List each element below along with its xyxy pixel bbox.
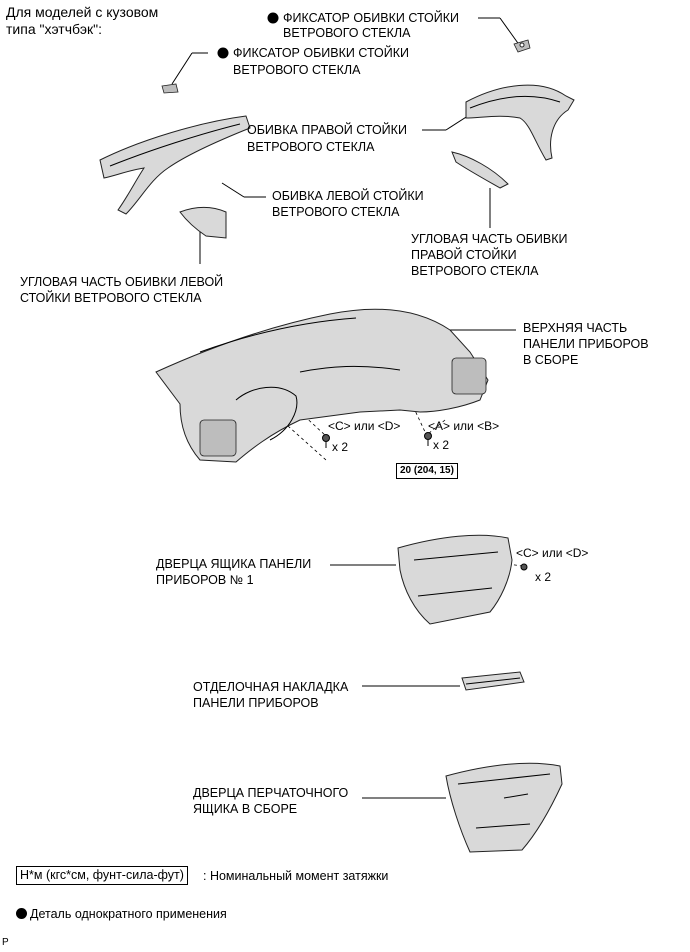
screw-cd-label-2: <C> или <D> <box>516 546 589 560</box>
screw-ab-label: <A> или <B> <box>428 419 500 433</box>
box-door-label-line1: ДВЕРЦА ЯЩИКА ПАНЕЛИ <box>156 557 312 571</box>
upper-panel-label-line1: ВЕРХНЯЯ ЧАСТЬ <box>523 321 628 335</box>
fixator-right-label-line1: ФИКСАТОР ОБИВКИ СТОЙКИ <box>283 11 459 25</box>
left-pillar-label-line2: ВЕТРОВОГО СТЕКЛА <box>272 205 400 219</box>
left-pillar-trim <box>99 115 251 215</box>
left-corner-label-line2: СТОЙКИ ВЕТРОВОГО СТЕКЛА <box>20 291 202 305</box>
right-corner-label-line1: УГЛОВАЯ ЧАСТЬ ОБИВКИ <box>411 232 568 246</box>
screw-count-cd: x 2 <box>332 440 349 454</box>
screw-count-ab: x 2 <box>433 438 450 452</box>
single-use-legend: Деталь однократного применения <box>16 907 227 922</box>
screw-cd-label: <C> или <D> <box>328 419 401 433</box>
upper-panel-label-line3: В СБОРЕ <box>523 353 579 367</box>
upper-instrument-panel <box>155 308 489 463</box>
trim-plate-label-line2: ПАНЕЛИ ПРИБОРОВ <box>193 696 319 710</box>
torque-legend-box: Н*м (кгс*см, фунт-сила-фут) <box>16 866 188 885</box>
torque-value-box: 20 (204, 15) <box>396 463 458 479</box>
left-corner-label-line1: УГЛОВАЯ ЧАСТЬ ОБИВКИ ЛЕВОЙ <box>20 275 224 289</box>
leader-lines <box>171 17 521 799</box>
body-type-note-line1: Для моделей с кузовом <box>6 4 159 20</box>
single-use-legend-text: Деталь однократного применения <box>30 907 227 921</box>
upper-panel-label-line2: ПАНЕЛИ ПРИБОРОВ <box>523 337 649 351</box>
left-fixator-clip <box>161 83 179 94</box>
glovebox-label-line2: ЯЩИКА В СБОРЕ <box>193 802 298 816</box>
right-pillar-label-line1: ОБИВКА ПРАВОЙ СТОЙКИ <box>247 123 407 137</box>
trim-plate <box>461 671 525 691</box>
right-corner-label-line2: ПРАВОЙ СТОЙКИ <box>411 248 517 262</box>
fixator-left-label-line2: ВЕТРОВОГО СТЕКЛА <box>233 63 361 77</box>
box-door-no1 <box>397 534 528 625</box>
fixator-right-label-line2: ВЕТРОВОГО СТЕКЛА <box>283 26 411 40</box>
single-use-dot-left <box>217 47 229 59</box>
screw-count-box-door: x 2 <box>535 570 552 584</box>
right-pillar-trim <box>465 84 575 161</box>
glovebox-label-line1: ДВЕРЦА ПЕРЧАТОЧНОГО <box>193 786 349 800</box>
left-corner-trim <box>179 207 227 239</box>
single-use-dot-right <box>267 12 279 24</box>
box-door-label-line2: ПРИБОРОВ № 1 <box>156 573 254 587</box>
left-pillar-label-line1: ОБИВКА ЛЕВОЙ СТОЙКИ <box>272 189 424 203</box>
footer-letter: P <box>2 937 9 948</box>
screws-upper <box>322 432 432 448</box>
right-corner-trim <box>451 151 509 189</box>
single-use-dot-icon <box>16 908 27 919</box>
trim-plate-label-line1: ОТДЕЛОЧНАЯ НАКЛАДКА <box>193 680 349 694</box>
glovebox-door <box>445 762 563 853</box>
right-pillar-label-line2: ВЕТРОВОГО СТЕКЛА <box>247 140 375 154</box>
torque-legend-desc: : Номинальный момент затяжки <box>203 869 389 883</box>
fixator-left-label-line1: ФИКСАТОР ОБИВКИ СТОЙКИ <box>233 46 409 60</box>
body-type-note-line2: типа "хэтчбэк": <box>6 21 102 37</box>
right-corner-label-line3: ВЕТРОВОГО СТЕКЛА <box>411 264 539 278</box>
right-fixator-clip <box>513 39 531 53</box>
